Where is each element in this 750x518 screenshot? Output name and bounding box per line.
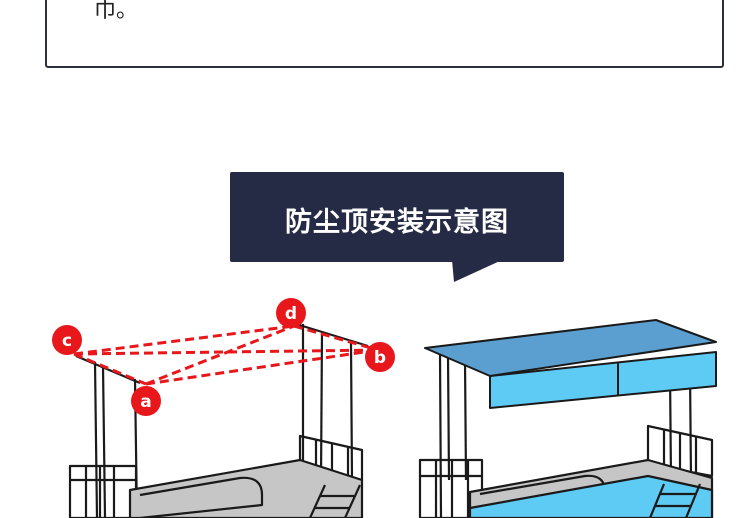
- marker-a: a: [131, 386, 161, 416]
- canopy-top: [424, 319, 717, 377]
- installation-dash-lines: [73, 324, 379, 386]
- canopy-diagram: a b c d: [52, 298, 717, 518]
- dust-canopy: [424, 319, 717, 409]
- svg-text:a: a: [140, 392, 151, 412]
- left-bed-ladder: [308, 484, 362, 518]
- svg-text:d: d: [285, 304, 297, 324]
- marker-d: d: [276, 298, 306, 328]
- left-bed: [68, 322, 369, 518]
- left-bed-foot-guard: [68, 464, 138, 518]
- marker-b: b: [365, 342, 395, 372]
- svg-text:b: b: [374, 348, 386, 368]
- right-bed-foot-guard: [418, 458, 484, 518]
- diagram-title: 防尘顶安装示意图: [285, 207, 509, 238]
- canopy-front-panel: [489, 351, 717, 409]
- intro-tail-text: 巾。: [94, 0, 139, 23]
- right-bed: [418, 351, 714, 518]
- title-bubble: 防尘顶安装示意图: [230, 172, 564, 262]
- right-bed-ladder: [648, 483, 702, 518]
- right-bed-head-guard: [646, 424, 714, 478]
- title-bubble-tail: [452, 260, 502, 282]
- svg-text:c: c: [62, 331, 72, 351]
- right-bed-curtain: [468, 474, 714, 518]
- intro-text-box: 巾。: [45, 0, 724, 68]
- marker-c: c: [52, 325, 82, 355]
